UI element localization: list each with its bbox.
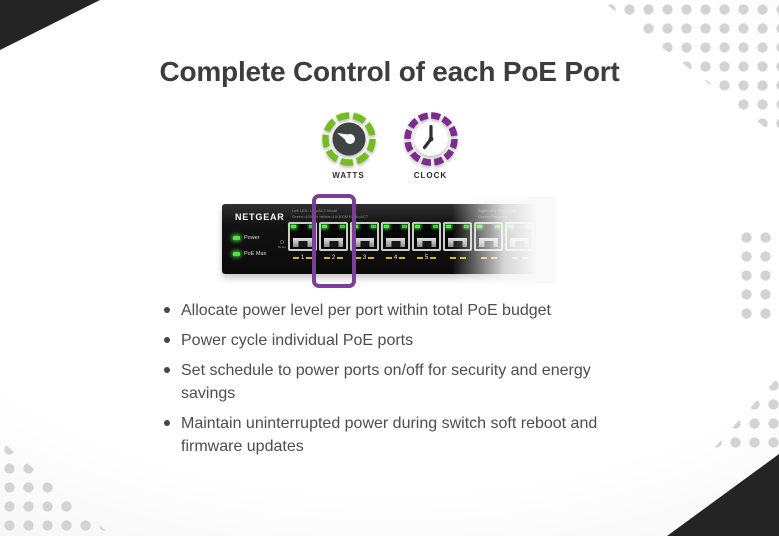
port-tab <box>360 241 369 247</box>
legend-line: Green=1000M Yellow=10/100M Blink=ACT <box>292 214 369 219</box>
yellow-tick <box>416 257 423 259</box>
yellow-tick <box>399 257 406 259</box>
dark-corner-bottom-right <box>667 454 779 536</box>
bullet-dot <box>164 307 170 313</box>
port-number: 1 <box>300 255 305 261</box>
feature-item: Allocate power level per port within tot… <box>164 299 634 322</box>
power-led <box>233 236 240 240</box>
dot-pattern-bottom-right <box>714 376 779 448</box>
yellow-tick <box>323 257 330 259</box>
port-led-right <box>340 225 345 228</box>
yellow-tick <box>292 257 299 259</box>
yellow-tick <box>430 257 437 259</box>
rj45-port: 2 <box>319 222 348 262</box>
reset-pinhole-icon <box>279 240 284 244</box>
reset-button: Reset <box>278 240 286 249</box>
poe-max-led-label: PoE Max <box>244 251 267 257</box>
switch-image-fade <box>452 197 556 283</box>
yellow-tick <box>306 257 313 259</box>
bullet-text: Power cycle individual PoE ports <box>181 332 414 349</box>
port-led-left <box>291 225 296 228</box>
poe-max-led <box>233 252 240 256</box>
poe-max-led-row: PoE Max <box>233 251 266 257</box>
feature-item: Maintain uninterrupted power during swit… <box>164 412 634 458</box>
port-highlight-box <box>312 194 356 288</box>
bullet-text: Allocate power level per port within tot… <box>181 302 551 319</box>
feature-list: Allocate power level per port within tot… <box>164 299 634 465</box>
port-label: 5 <box>412 254 441 262</box>
feature-item: Power cycle individual PoE ports <box>164 329 634 352</box>
power-led-label: Power <box>244 235 260 241</box>
port-tab <box>298 241 307 247</box>
feature-icons-row: WATTS CLOCK <box>0 112 779 180</box>
yellow-tick <box>337 257 344 259</box>
port-number: 4 <box>393 255 398 261</box>
port-led-right <box>309 225 314 228</box>
port-number: 2 <box>331 255 336 261</box>
port-led-right <box>402 225 407 228</box>
yellow-tick <box>385 257 392 259</box>
yellow-tick <box>354 257 361 259</box>
port-led-left <box>446 225 451 228</box>
port-tab <box>391 241 400 247</box>
bullet-text: Set schedule to power ports on/off for s… <box>181 362 591 402</box>
port-label: 3 <box>350 254 379 262</box>
port-jack <box>412 222 441 251</box>
port-number: 5 <box>424 255 429 261</box>
power-led-row: Power <box>233 235 260 241</box>
rj45-port: 4 <box>381 222 410 262</box>
port-tab <box>329 241 338 247</box>
port-led-left <box>415 225 420 228</box>
bullet-dot <box>164 420 170 426</box>
bullet-dot <box>164 337 170 343</box>
port-tab <box>422 241 431 247</box>
port-led-left <box>322 225 327 228</box>
port-jack <box>381 222 410 251</box>
watts-gauge-icon <box>321 112 376 166</box>
yellow-tick <box>368 257 375 259</box>
netgear-logo: NETGEAR <box>235 212 285 222</box>
clock-feature: CLOCK <box>403 112 458 180</box>
port-label: 2 <box>319 254 348 262</box>
clock-icon <box>403 112 458 166</box>
port-number: 3 <box>362 255 367 261</box>
dark-corner-top-left <box>0 0 100 50</box>
port-jack <box>319 222 348 251</box>
clock-label: CLOCK <box>413 171 448 180</box>
rj45-port: 5 <box>412 222 441 262</box>
port-led-left <box>384 225 389 228</box>
reset-label: Reset <box>278 245 286 249</box>
dot-pattern-right-edge <box>737 228 779 324</box>
port-label: 1 <box>288 254 317 262</box>
bullet-text: Maintain uninterrupted power during swit… <box>181 415 598 455</box>
port-led-right <box>371 225 376 228</box>
port-label: 4 <box>381 254 410 262</box>
bullet-dot <box>164 367 170 373</box>
watts-label: WATTS <box>332 171 365 180</box>
feature-item: Set schedule to power ports on/off for s… <box>164 359 634 405</box>
watts-feature: WATTS <box>321 112 376 180</box>
page-title: Complete Control of each PoE Port <box>159 56 620 87</box>
port-led-right <box>433 225 438 228</box>
dot-pattern-bottom-left <box>0 440 112 536</box>
